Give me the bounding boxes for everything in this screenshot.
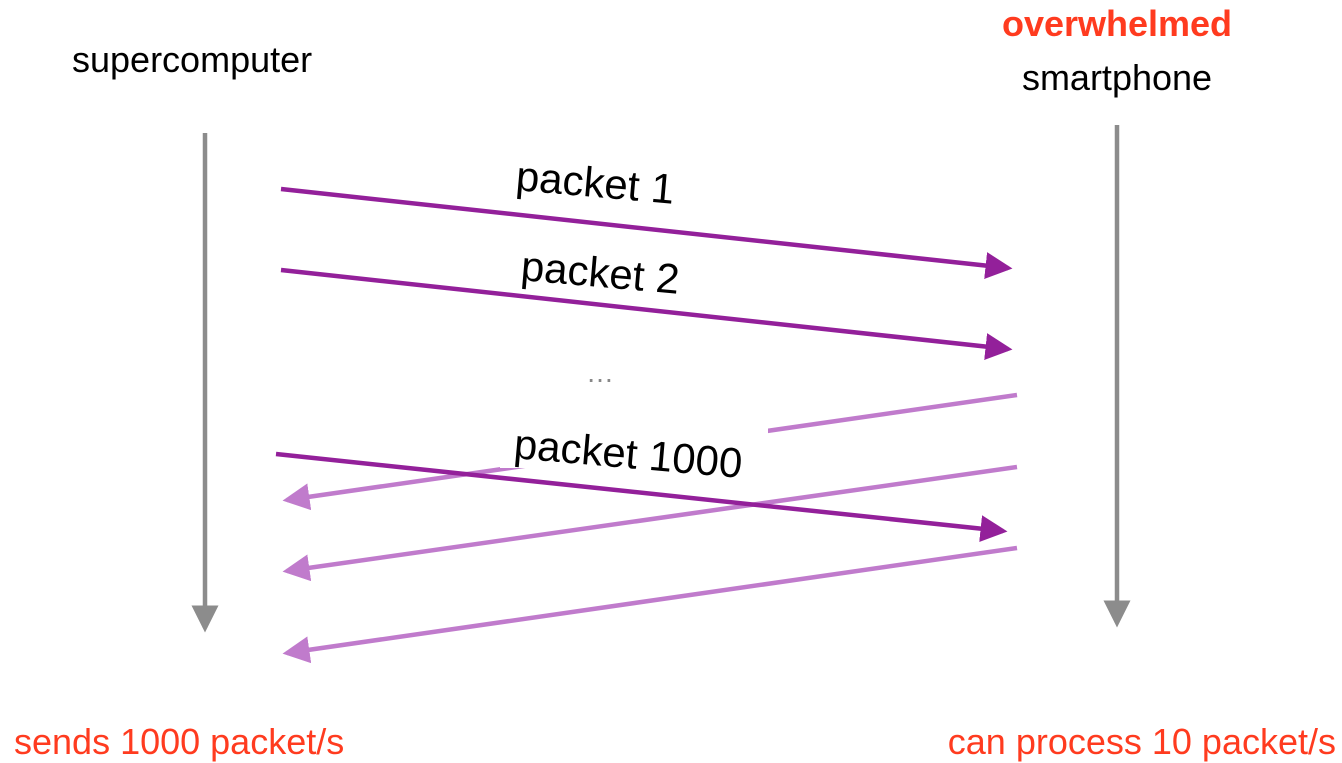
receiver-rate: can process 10 packet/s <box>948 721 1336 762</box>
ack-arrow-2 <box>282 464 1018 582</box>
packet-arrow-1000 <box>275 451 1008 543</box>
sender-name: supercomputer <box>72 39 312 80</box>
packet-1000-label-backing <box>500 418 768 468</box>
ack-arrow-3 <box>282 545 1018 664</box>
ellipsis: … <box>586 357 614 388</box>
packet-arrow-1 <box>280 186 1013 279</box>
receiver-status: overwhelmed <box>1002 3 1232 44</box>
packet-arrow-2 <box>280 267 1013 360</box>
packet-2-label: packet 2 <box>519 242 681 303</box>
packet-1-label: packet 1 <box>514 152 676 213</box>
sender-rate: sends 1000 packet/s <box>14 721 344 762</box>
receiver-name: smartphone <box>1022 57 1212 98</box>
